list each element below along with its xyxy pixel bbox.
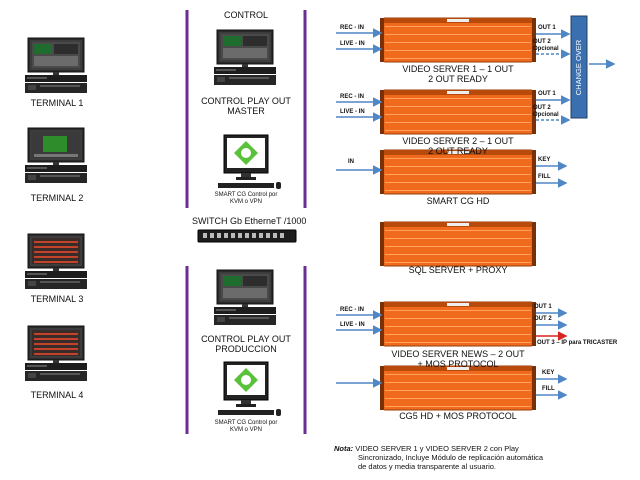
ethernet-switch	[197, 229, 297, 243]
vs1-live-in-label: LIVE - IN	[340, 41, 365, 47]
footnote-prefix: Nota:	[334, 444, 354, 453]
news-label-line2: + MOS PROTOCOL	[417, 359, 499, 369]
smart-cg-terminal-2	[217, 361, 282, 417]
vs2-out1-label: OUT 1	[538, 91, 556, 97]
vs2-arrows	[336, 95, 571, 125]
terminal-1-workstation	[24, 37, 88, 94]
terminal-1-label: TERMINAL 1	[30, 98, 84, 108]
news-out2-label: OUT 2	[534, 316, 552, 322]
footnote-line1: Nota: VIDEO SERVER 1 y VIDEO SERVER 2 co…	[334, 444, 634, 453]
cg5-fill-label: FILL	[542, 386, 555, 392]
switch-label: SWITCH Gb EtherneT /1000	[192, 216, 307, 226]
control-master-workstation	[213, 29, 277, 86]
sql-label: SQL SERVER + PROXY	[408, 265, 508, 275]
terminal-3-workstation	[24, 233, 88, 290]
cg-key-label: KEY	[538, 157, 551, 163]
smart-cg-1-label-line2: KVM o VPN	[229, 199, 262, 205]
news-label-line1: VIDEO SERVER NEWS – 2 OUT	[391, 349, 525, 359]
vs1-out2-label: OUT 2	[533, 39, 551, 45]
terminal-2-workstation	[24, 127, 88, 184]
footnote-text-3: de datos y media transparente al usuario…	[358, 462, 496, 471]
news-out3-label: OUT 3 – IP para TRICASTER	[537, 340, 618, 346]
vs2-out2-label: OUT 2	[533, 105, 551, 111]
cg-in-label: IN	[348, 159, 354, 165]
vs2-label-line2: 2 OUT READY	[428, 146, 488, 156]
smart-cg-2-label-line1: SMART CG Control por	[214, 420, 278, 426]
vs1-out1-label: OUT 1	[538, 25, 556, 31]
smart-cg-terminal-1	[217, 134, 282, 190]
sql-server-unit	[379, 221, 537, 267]
video-server-2-unit	[379, 89, 537, 135]
vs2-label-line1: VIDEO SERVER 2 – 1 OUT	[402, 136, 514, 146]
cg-arrows	[336, 161, 568, 188]
cg5-hd-unit	[379, 365, 537, 411]
footnote-text-2: Sincronizado, Incluye Módulo de replicac…	[358, 453, 544, 462]
control-master-label-line2: MASTER	[227, 106, 265, 116]
vs1-out2-note: Opcional	[533, 46, 559, 52]
control-produccion-label-line1: CONTROL PLAY OUT	[201, 334, 291, 344]
control-produccion-workstation	[213, 269, 277, 326]
footnote-text-1: VIDEO SERVER 1 y VIDEO SERVER 2 con Play	[355, 444, 519, 453]
news-rec-in-label: REC - IN	[340, 307, 364, 313]
change-over-label-wrapper: CHANGE OVER	[572, 16, 586, 118]
vs1-arrows	[336, 28, 571, 59]
smart-cg-1-label-line1: SMART CG Control por	[214, 192, 278, 198]
vs1-label-line2: 2 OUT READY	[428, 74, 488, 84]
video-server-1-unit	[379, 17, 537, 63]
footnote: Nota: VIDEO SERVER 1 y VIDEO SERVER 2 co…	[334, 444, 634, 471]
vs2-out2-note: Opcional	[533, 112, 559, 118]
cg5-arrows	[336, 374, 568, 400]
smart-cg-hd-unit	[379, 149, 537, 195]
vs2-live-in-label: LIVE - IN	[340, 109, 365, 115]
change-over-label: CHANGE OVER	[574, 39, 584, 95]
control-produccion-label-line2: PRODUCCION	[215, 344, 277, 354]
terminal-4-label: TERMINAL 4	[30, 390, 84, 400]
vs2-rec-in-label: REC - IN	[340, 94, 364, 100]
vs1-label-line1: VIDEO SERVER 1 – 1 OUT	[402, 64, 514, 74]
smart-cg-2-label-line2: KVM o VPN	[229, 427, 262, 433]
terminal-3-label: TERMINAL 3	[30, 294, 84, 304]
terminal-4-workstation	[24, 325, 88, 382]
news-live-in-label: LIVE - IN	[340, 322, 365, 328]
change-over-box	[570, 15, 588, 119]
cg-label: SMART CG HD	[426, 196, 490, 206]
vs1-rec-in-label: REC - IN	[340, 25, 364, 31]
cg-fill-label: FILL	[538, 174, 551, 180]
video-server-news-unit	[379, 301, 537, 347]
control-header: CONTROL	[223, 10, 268, 20]
control-master-label-line1: CONTROL PLAY OUT	[201, 96, 291, 106]
cg5-label: CG5 HD + MOS PROTOCOL	[399, 411, 517, 421]
news-out1-label: OUT 1	[534, 304, 552, 310]
news-arrows	[336, 308, 568, 341]
terminal-2-label: TERMINAL 2	[30, 193, 84, 203]
cg5-key-label: KEY	[542, 370, 555, 376]
